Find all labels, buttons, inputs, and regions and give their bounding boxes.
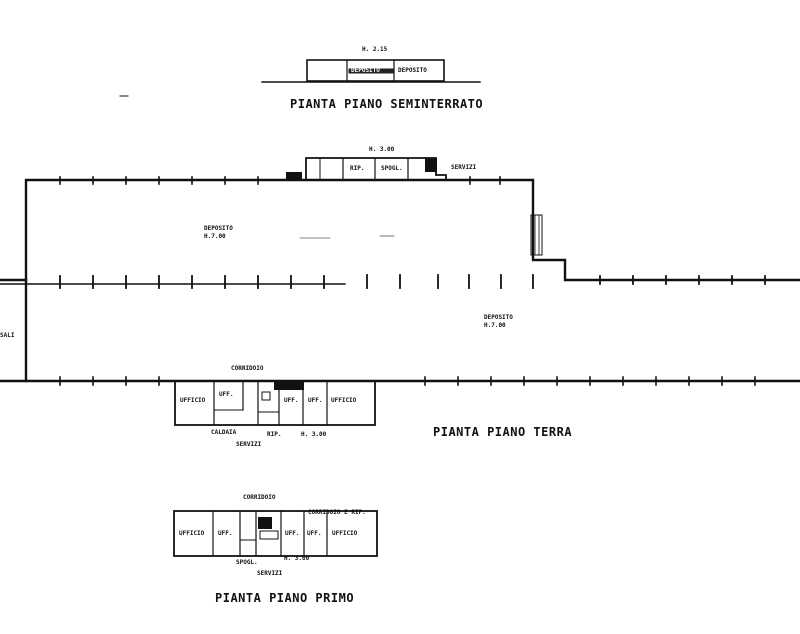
deposito-right-label: DEPOSITO — [484, 314, 513, 321]
stair — [530, 214, 543, 256]
room-servizi: SERVIZI — [451, 164, 477, 171]
ground-uff-1: UFF. — [219, 391, 234, 398]
ground-uff-2: UFF. — [284, 397, 299, 404]
first-plan — [173, 510, 378, 557]
edge-label: SALI — [0, 332, 15, 339]
column-ticks-bottom — [59, 376, 756, 386]
first-corridoio: CORRIDOIO — [243, 494, 276, 501]
ground-height-bottom: H. 3.00 — [301, 431, 327, 438]
first-ufficio-left: UFFICIO — [179, 530, 205, 537]
deposito-left-label: DEPOSITO — [204, 225, 233, 232]
first-floor-fixture — [259, 530, 279, 540]
ground-ufficio-left: UFFICIO — [180, 397, 206, 404]
deposito-right-height: H.7.00 — [484, 322, 506, 329]
ground-corridoio: CORRIDOIO — [231, 365, 264, 372]
ground-rip-bottom: RIP. — [267, 431, 282, 438]
basement-room-label: DEPOSITO — [351, 67, 380, 74]
ground-plan — [0, 157, 800, 426]
column-ticks-mid — [59, 274, 766, 289]
basement-outline — [306, 59, 445, 82]
first-ufficio-right: UFFICIO — [332, 530, 358, 537]
first-uff-2: UFF. — [285, 530, 300, 537]
first-floor-outline — [173, 510, 378, 557]
room-spogl: SPOGL. — [381, 165, 403, 172]
column-ticks-top — [59, 176, 501, 185]
first-servizi: SERVIZI — [257, 570, 283, 577]
basement-plan — [261, 59, 481, 83]
ground-caldaia: CALDAIA — [211, 429, 237, 436]
ground-uff-3: UFF. — [308, 397, 323, 404]
ground-ufficio-right: UFFICIO — [331, 397, 357, 404]
service-hatch — [286, 172, 302, 180]
first-title: PIANTA PIANO PRIMO — [215, 591, 355, 605]
deposito-left-height: H.7.00 — [204, 233, 226, 240]
first-floor-stair-hatch — [258, 517, 272, 529]
basement-room-label: DEPOSITO — [398, 67, 427, 74]
ground-servizi-bottom: SERVIZI — [236, 441, 262, 448]
basement-title: PIANTA PIANO SEMINTERRATO — [290, 97, 484, 111]
first-height: H. 3.00 — [284, 555, 310, 562]
service-hatch — [425, 158, 437, 172]
first-top-right: CORRIDOIO E RIP. — [308, 509, 366, 516]
ground-title: PIANTA PIANO TERRA — [433, 425, 573, 439]
office-stair-hatch — [274, 381, 304, 390]
first-uff-3: UFF. — [307, 530, 322, 537]
ground-height-top: H. 3.00 — [369, 146, 395, 153]
warehouse-top-wall — [0, 178, 800, 282]
first-spogl: SPOGL. — [236, 559, 258, 566]
first-uff-1: UFF. — [218, 530, 233, 537]
basement-height-label: H. 2.15 — [362, 46, 388, 53]
office-fixture — [261, 391, 271, 401]
room-rip: RIP. — [350, 165, 365, 172]
service-block-outline — [285, 157, 447, 181]
